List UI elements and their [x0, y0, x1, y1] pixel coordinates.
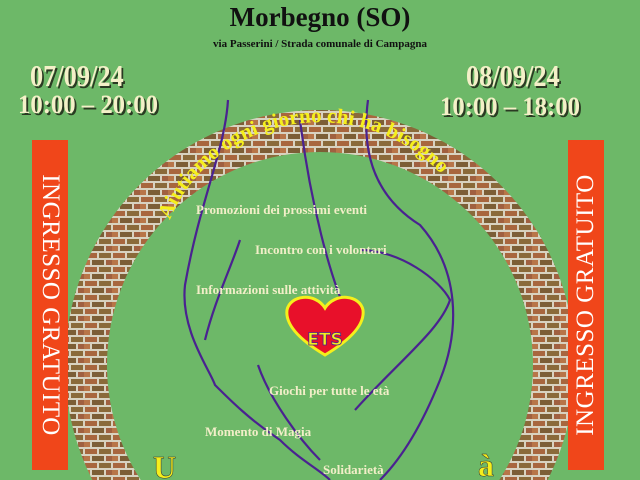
- activity-item: Solidarietà: [323, 462, 384, 477]
- day2-date: 08/09/24: [466, 58, 560, 93]
- ets-logo-text: ETS: [307, 330, 342, 350]
- bottom-arc-letter: U: [153, 449, 176, 480]
- event-location-title: Morbegno (SO): [229, 2, 411, 32]
- free-entry-banner-left: INGRESSO GRATUITO: [32, 140, 68, 470]
- event-address: via Passerini / Strada comunale di Campa…: [213, 38, 427, 50]
- heart-icon: [285, 295, 365, 357]
- banner-label: INGRESSO GRATUITO: [37, 174, 64, 436]
- day2-time: 10:00 – 18:00: [440, 92, 580, 121]
- free-entry-banner-right: INGRESSO GRATUITO: [568, 140, 604, 470]
- activity-item: Giochi per tutte le età: [269, 383, 390, 398]
- activity-item: Informazioni sulle attività: [196, 282, 341, 297]
- day1-time: 10:00 – 20:00: [18, 90, 158, 119]
- brick-ring: [64, 110, 575, 480]
- activity-item: Momento di Magia: [205, 424, 312, 439]
- day1-date: 07/09/24: [30, 58, 124, 93]
- banner-label: INGRESSO GRATUITO: [572, 174, 599, 436]
- hands-outline-icon: [183, 99, 455, 480]
- bottom-arc-letter: à: [478, 447, 494, 480]
- activity-item: Incontro con i volontari: [255, 242, 387, 257]
- activity-item: Promozioni dei prossimi eventi: [196, 202, 368, 217]
